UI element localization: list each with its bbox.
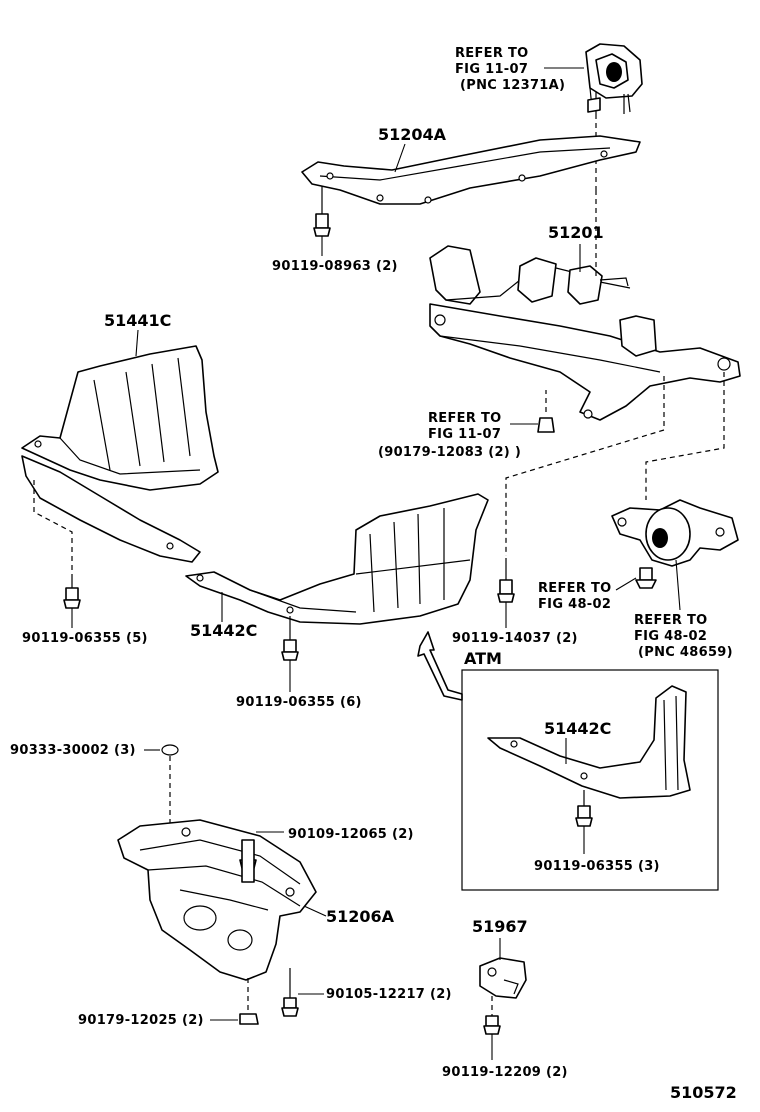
- figure-number: 510572: [670, 1083, 737, 1102]
- engine-mount-refer-note: REFER TO FIG 11-07 (PNC 12371A): [455, 46, 584, 93]
- part-51442C-illustration: [185, 493, 489, 625]
- refer-line-2: FIG 11-07: [428, 427, 501, 442]
- bolt-90105-12217-icon: [281, 968, 299, 1017]
- label-51441C: 51441C: [104, 311, 171, 330]
- part-51441C-illustration: [21, 345, 219, 563]
- part-51206A-illustration: [117, 819, 317, 981]
- refer-line-3: (90179-12083 (2) ): [378, 445, 521, 460]
- washer-90333-30002-icon: [161, 744, 179, 756]
- label-90119-06355-3: 90119-06355 (3): [534, 859, 660, 874]
- refer-line-2: FIG 11-07: [455, 62, 528, 77]
- bolt-90109-12065-icon: [239, 839, 257, 883]
- refer-line-1: REFER TO: [634, 613, 708, 628]
- label-90179-12025: 90179-12025 (2): [78, 1013, 204, 1028]
- bolt-90119-06355-6-icon: [281, 616, 299, 661]
- label-90119-06355-6: 90119-06355 (6): [236, 695, 362, 710]
- refer-line-3: (PNC 12371A): [460, 78, 565, 93]
- label-51204A: 51204A: [378, 125, 447, 144]
- part-51201-illustration: [429, 245, 741, 421]
- bushing-illustration: [611, 499, 739, 567]
- label-90119-12209: 90119-12209 (2): [442, 1065, 568, 1080]
- label-51442C-atm: 51442C: [544, 719, 611, 738]
- atm-label: ATM: [464, 649, 502, 668]
- label-51201: 51201: [548, 223, 604, 242]
- bolt-90119-08963-icon: [313, 186, 331, 237]
- refer-11-07-note: REFER TO FIG 11-07 (90179-12083 (2) ): [378, 411, 538, 460]
- atm-box: [461, 669, 719, 891]
- label-51206A: 51206A: [326, 907, 395, 926]
- bolt-90119-12209-icon: [483, 1015, 501, 1035]
- bolt-90119-06355-3-icon: [575, 790, 593, 827]
- bushing-upper-refer-note: REFER TO FIG 48-02: [538, 577, 637, 612]
- label-90105-12217: 90105-12217 (2): [326, 987, 452, 1002]
- bolt-90119-06355-5-icon: [63, 576, 81, 609]
- nut-90179-12025-icon: [239, 1013, 259, 1025]
- refer-11-07-bolt-icon: [537, 417, 555, 433]
- part-51204A-illustration: [301, 135, 641, 205]
- label-51442C: 51442C: [190, 621, 257, 640]
- engine-mount-illustration: [585, 43, 643, 114]
- refer-line-2: FIG 48-02: [634, 629, 707, 644]
- label-51967: 51967: [472, 917, 528, 936]
- refer-line-2: FIG 48-02: [538, 597, 611, 612]
- label-90119-14037: 90119-14037 (2): [452, 631, 578, 646]
- bushing-lower-refer-note: REFER TO FIG 48-02 (PNC 48659): [634, 559, 733, 660]
- bushing-bolt-icon: [635, 567, 657, 589]
- label-90109-12065: 90109-12065 (2): [288, 827, 414, 842]
- part-51442C-atm-illustration: [487, 685, 691, 799]
- refer-line-1: REFER TO: [455, 46, 529, 61]
- refer-line-3: (PNC 48659): [638, 645, 733, 660]
- label-90119-08963: 90119-08963 (2): [272, 259, 398, 274]
- label-90119-06355-5: 90119-06355 (5): [22, 631, 148, 646]
- refer-line-1: REFER TO: [538, 581, 612, 596]
- part-51967-illustration: [479, 957, 527, 999]
- bolt-90119-14037-icon: [497, 558, 515, 603]
- label-90333-30002: 90333-30002 (3): [10, 743, 136, 758]
- refer-line-1: REFER TO: [428, 411, 502, 426]
